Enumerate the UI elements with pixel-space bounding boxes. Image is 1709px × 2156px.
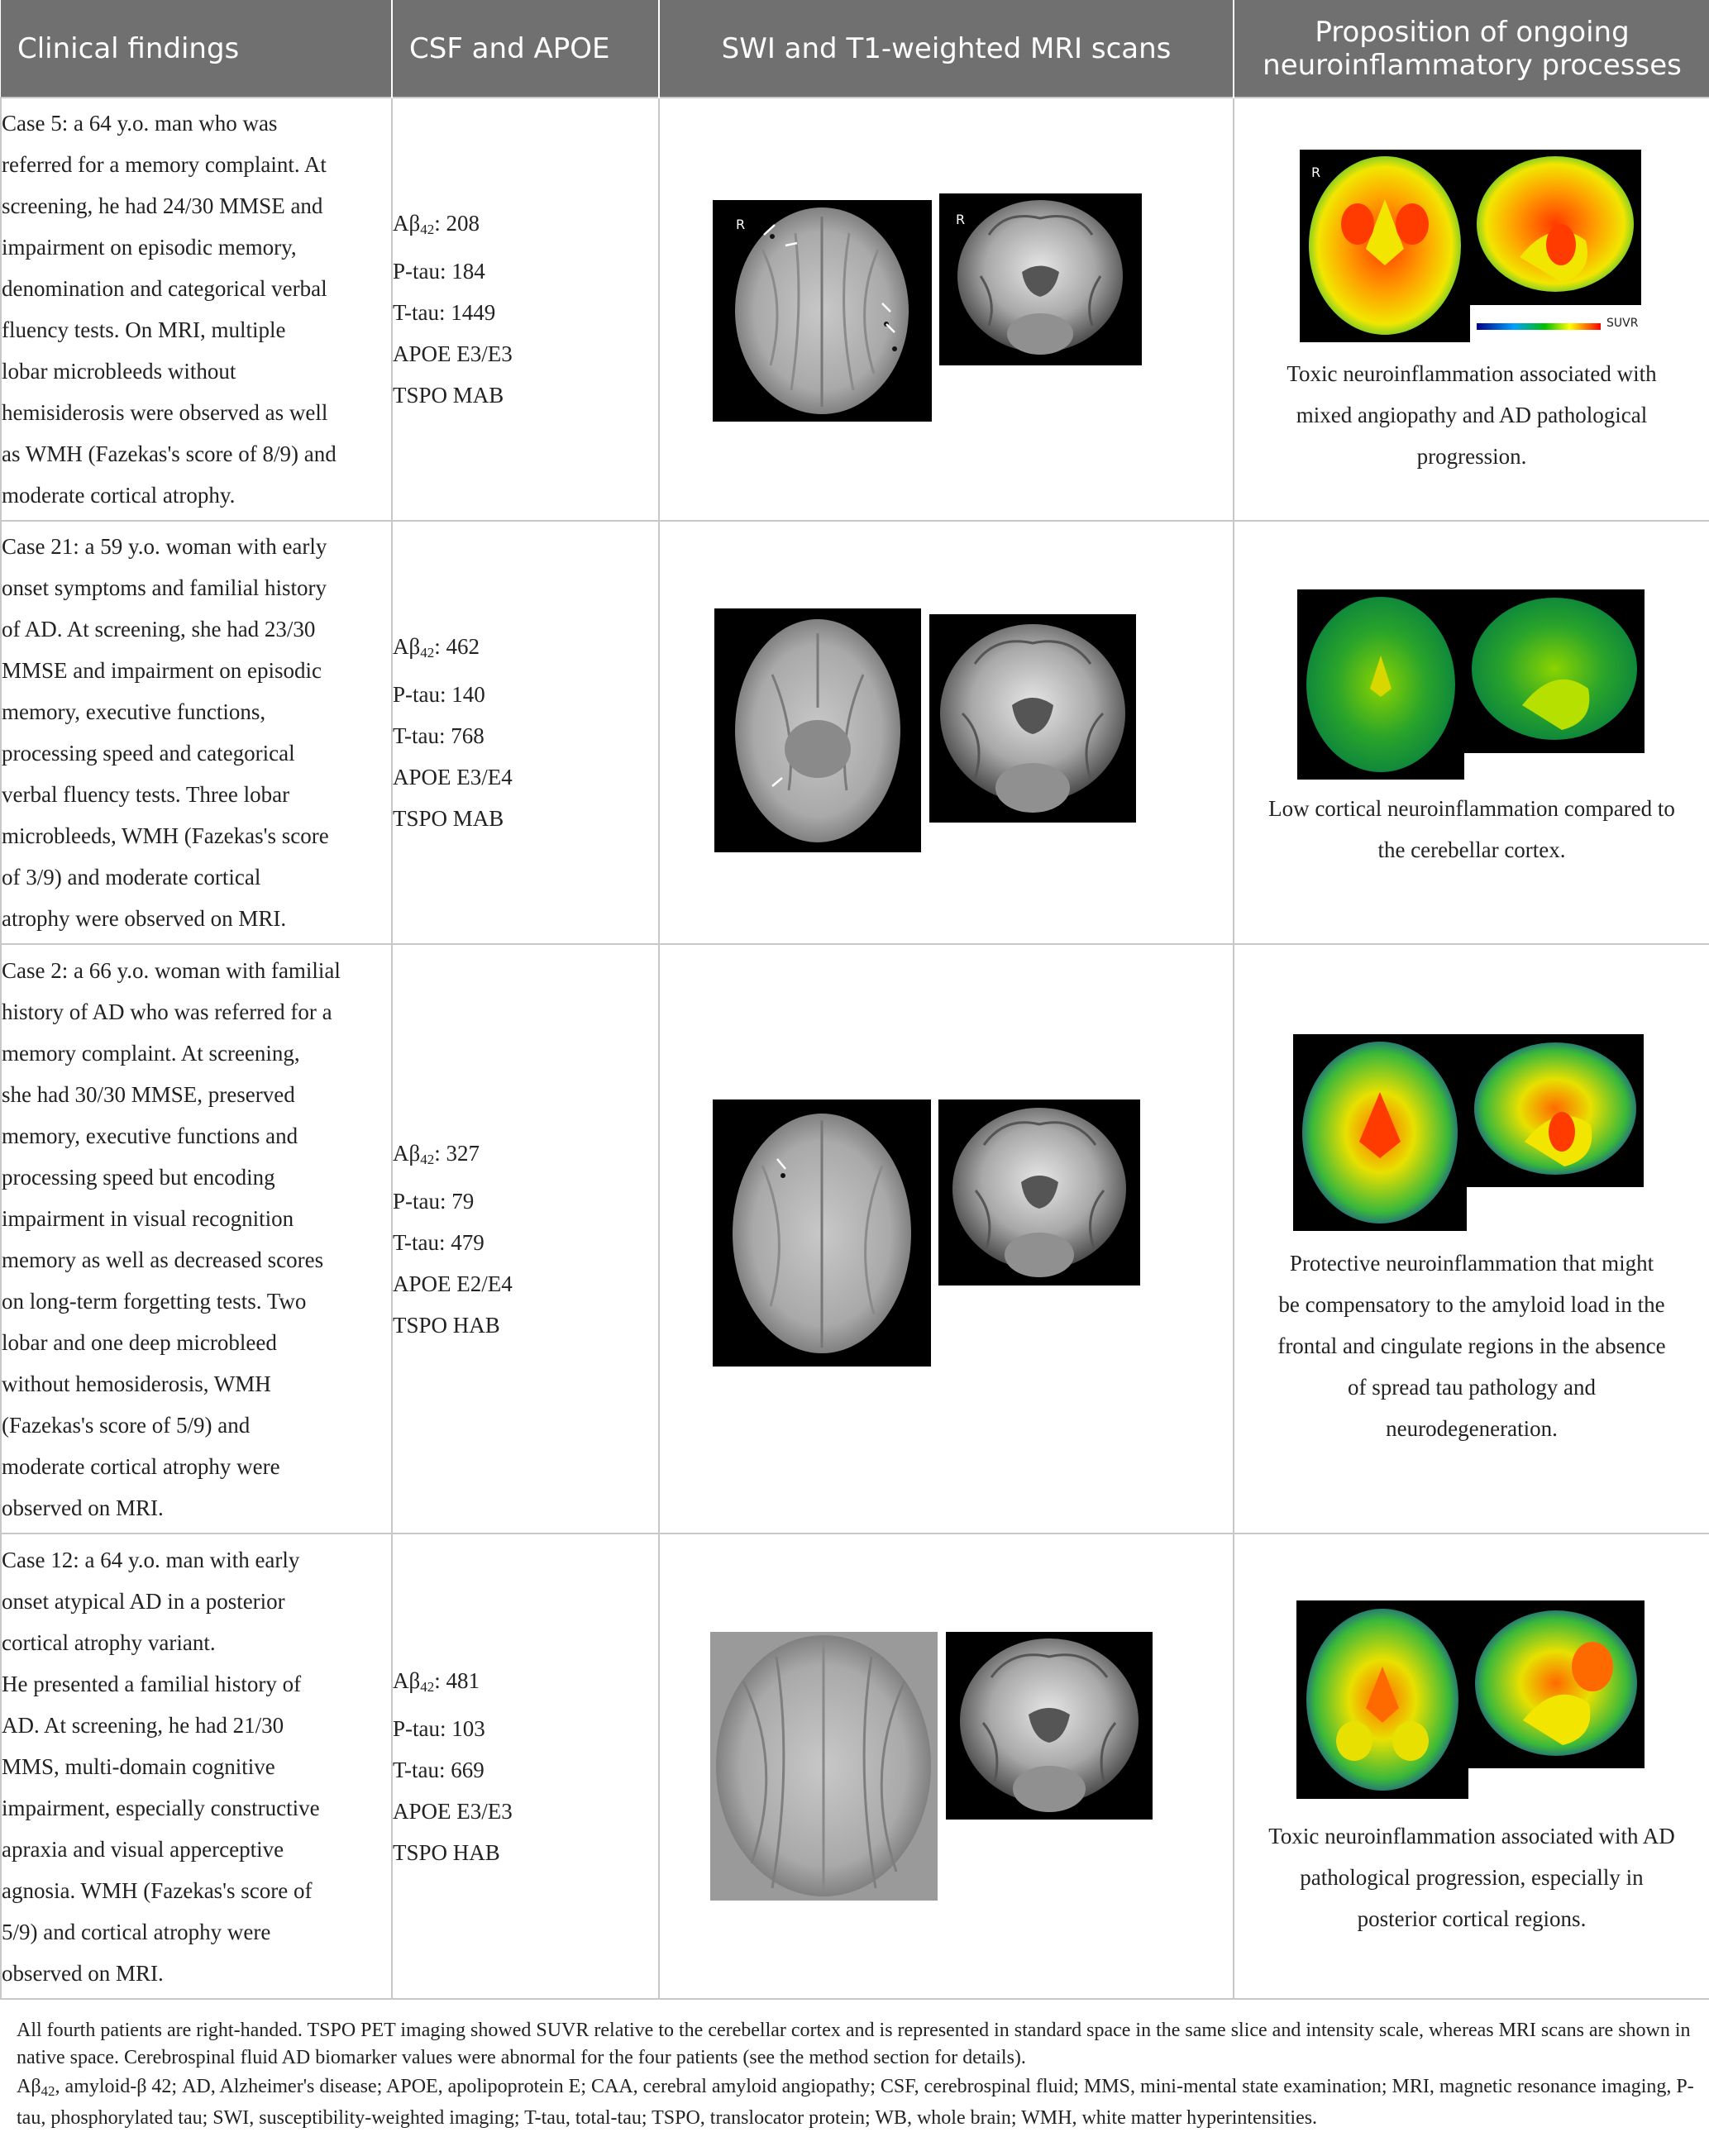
neuroinflammation-cell: Low cortical neuroinflammation compared … — [1233, 520, 1709, 945]
t1-coronal-image: R — [939, 193, 1142, 365]
neuroinflammation-caption: Low cortical neuroinflammation compared … — [1268, 796, 1675, 862]
header-clinical-findings: Clinical findings — [1, 0, 392, 98]
clinical-findings-cell: Case 5: a 64 y.o. man who was referred f… — [0, 97, 393, 522]
csf-apoe-cell: Aβ42: 481 P-tau: 103 T-tau: 669 APOE E3/… — [391, 1533, 660, 2000]
mri-scans-cell: R R — [658, 97, 1234, 522]
swi-axial-image — [710, 1632, 938, 1901]
tspo-status: TSPO HAB — [393, 1312, 500, 1338]
header-mri-scans: SWI and T1-weighted MRI scans — [658, 0, 1234, 98]
neuroinflammation-caption: Toxic neuroinflammation associated with … — [1268, 1824, 1675, 1931]
header-neuroinflammation: Proposition of ongoing neuroinflammatory… — [1233, 0, 1709, 98]
clinical-findings-cell: Case 12: a 64 y.o. man with early onset … — [0, 1533, 393, 2000]
suvr-colorbar: SUVR — [1470, 305, 1641, 342]
ttau-value: T-tau: 768 — [393, 723, 485, 748]
tspo-status: TSPO HAB — [393, 1839, 500, 1865]
csf-apoe-cell: Aβ42: 208 P-tau: 184 T-tau: 1449 APOE E3… — [391, 97, 660, 522]
pet-axial-image — [1293, 1034, 1467, 1231]
table-row: Case 5: a 64 y.o. man who was referred f… — [0, 97, 1709, 522]
ptau-value: P-tau: 184 — [393, 259, 485, 284]
abeta-value: Aβ42: 481 — [393, 1667, 480, 1695]
t1-coronal-image — [946, 1632, 1153, 1820]
apoe-genotype: APOE E3/E4 — [393, 765, 513, 789]
footnote-text: All fourth patients are right-handed. TS… — [17, 2020, 1691, 2068]
ptau-value: P-tau: 140 — [393, 682, 485, 707]
ttau-value: T-tau: 669 — [393, 1757, 485, 1782]
abbreviations-text: Aβ42, amyloid-β 42; AD, Alzheimer's dise… — [17, 2076, 1694, 2129]
neuroinflammation-cell: Toxic neuroinflammation associated with … — [1233, 1533, 1709, 2000]
pet-sagittal-image — [1468, 1600, 1645, 1768]
pet-axial-image — [1297, 589, 1464, 780]
csf-apoe-cell: Aβ42: 327 P-tau: 79 T-tau: 479 APOE E2/E… — [391, 943, 660, 1534]
findings-table: Clinical findings CSF and APOE SWI and T… — [0, 0, 1709, 2000]
apoe-genotype: APOE E2/E4 — [393, 1271, 513, 1296]
table-row: Case 21: a 59 y.o. woman with early onse… — [0, 520, 1709, 945]
neuroinflammation-cell: R SUVR Toxic neuroinflammation associate… — [1233, 97, 1709, 522]
header-csf-apoe: CSF and APOE — [391, 0, 659, 98]
pet-sagittal-image — [1464, 589, 1645, 753]
swi-axial-image — [713, 1099, 931, 1367]
neuroinflammation-caption: Toxic neuroinflammation associated with … — [1287, 361, 1657, 469]
mri-scans-cell — [658, 520, 1234, 945]
pet-axial-image — [1296, 1600, 1468, 1799]
pet-sagittal-image — [1470, 150, 1641, 305]
abeta-value: Aβ42: 462 — [393, 634, 480, 661]
ptau-value: P-tau: 79 — [393, 1188, 475, 1214]
table-footnote: All fourth patients are right-handed. TS… — [17, 2017, 1695, 2134]
pet-axial-image: R — [1300, 150, 1470, 342]
tspo-status: TSPO MAB — [393, 806, 504, 831]
ptau-value: P-tau: 103 — [393, 1715, 485, 1741]
abeta-value: Aβ42: 327 — [393, 1140, 480, 1167]
ttau-value: T-tau: 1449 — [393, 300, 496, 325]
abeta-value: Aβ42: 208 — [393, 211, 480, 237]
apoe-genotype: APOE E3/E3 — [393, 1798, 513, 1824]
clinical-findings-cell: Case 21: a 59 y.o. woman with early onse… — [0, 520, 393, 945]
t1-coronal-image — [929, 614, 1136, 823]
neuroinflammation-cell: Protective neuroinflammation that might … — [1233, 943, 1709, 1534]
swi-axial-image: R — [713, 200, 932, 422]
table-header-row: Clinical findings CSF and APOE SWI and T… — [1, 0, 1709, 98]
swi-axial-image — [714, 608, 921, 852]
tspo-status: TSPO MAB — [393, 383, 504, 408]
mri-scans-cell — [658, 1533, 1234, 2000]
clinical-findings-cell: Case 2: a 66 y.o. woman with familial hi… — [0, 943, 393, 1534]
table-row: Case 2: a 66 y.o. woman with familial hi… — [0, 943, 1709, 1534]
table-row: Case 12: a 64 y.o. man with early onset … — [0, 1533, 1709, 2000]
t1-coronal-image — [938, 1099, 1140, 1285]
csf-apoe-cell: Aβ42: 462 P-tau: 140 T-tau: 768 APOE E3/… — [391, 520, 660, 945]
neuroinflammation-caption: Protective neuroinflammation that might … — [1277, 1251, 1666, 1441]
ttau-value: T-tau: 479 — [393, 1229, 485, 1255]
mri-scans-cell — [658, 943, 1234, 1534]
pet-sagittal-image — [1467, 1034, 1644, 1187]
apoe-genotype: APOE E3/E3 — [393, 341, 513, 366]
